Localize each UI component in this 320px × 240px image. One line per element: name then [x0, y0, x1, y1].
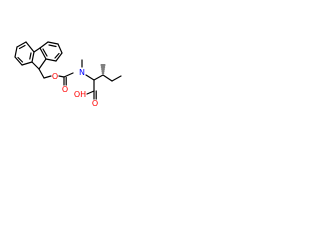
fluorene-five-ring [31, 47, 47, 70]
nitrogen-label: N [79, 68, 85, 77]
carbonyl-oxygen-label: O [62, 85, 68, 94]
amino-acid-bonds [81, 59, 122, 100]
stereo-hash-bond [100, 64, 106, 74]
ester-oxygen-label: O [52, 72, 58, 81]
molecule-canvas: O O N O OH [0, 0, 152, 152]
fluorene-right-ring [39, 41, 63, 62]
fluorene-left-ring [14, 41, 35, 66]
structure-drawing: O O N O OH [14, 41, 122, 108]
acid-oxygen-label: O [92, 99, 98, 108]
carbamate-linker [38, 68, 74, 86]
hydroxyl-label: OH [74, 90, 86, 99]
